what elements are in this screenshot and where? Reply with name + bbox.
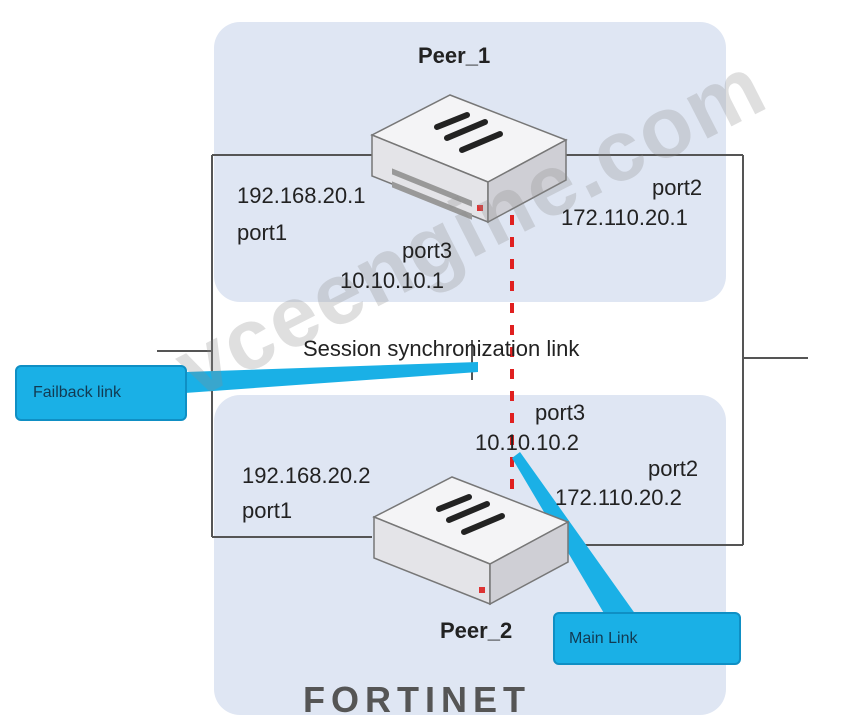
peer2-port1-label: port1 <box>242 498 293 523</box>
peer2-device-icon <box>372 476 570 606</box>
peer2-port3-label: port3 <box>535 400 586 425</box>
peer2-port3-ip: 10.10.10.2 <box>475 430 579 455</box>
peer1-port3-ip: 10.10.10.1 <box>340 268 444 293</box>
fallback-link-callout-text: Failback link <box>33 384 122 401</box>
peer2-port1-ip: 192.168.20.2 <box>242 463 371 488</box>
peer1-port1-label: port1 <box>237 220 288 245</box>
peer1-port2-ip: 172.110.20.1 <box>561 205 688 230</box>
main-callout-pointer <box>512 452 636 615</box>
session-sync-label: Session synchronization link <box>303 336 580 361</box>
fallback-link-callout: Failback link <box>15 365 187 421</box>
peer2-port2-label: port2 <box>648 456 699 481</box>
peer1-device-icon <box>370 94 568 224</box>
peer2-port2-ip: 172.110.20.2 <box>555 485 682 510</box>
peer1-port1-ip: 192.168.20.1 <box>237 183 366 208</box>
peer1-name: Peer_1 <box>418 43 491 68</box>
main-link-callout-text: Main Link <box>569 629 638 647</box>
fortinet-logo-text: FORTINET <box>303 679 531 720</box>
peer2-name: Peer_2 <box>440 618 513 643</box>
network-lines <box>157 154 808 546</box>
peer1-port3-label: port3 <box>402 238 453 263</box>
fallback-callout-pointer <box>185 362 478 393</box>
main-link-callout: Main Link <box>553 612 741 665</box>
fortinet-logo: FORTINET <box>303 682 531 718</box>
peer1-port2-label: port2 <box>652 175 703 200</box>
